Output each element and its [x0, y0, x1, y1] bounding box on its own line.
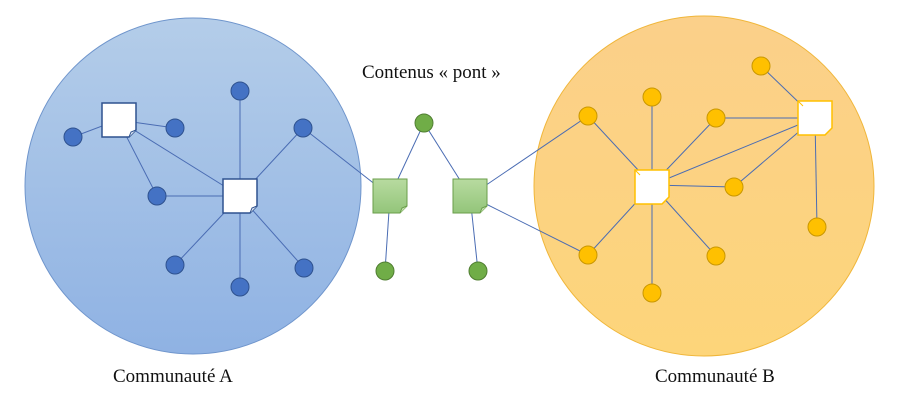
user-node [230, 81, 250, 101]
community-a-nodes [63, 81, 314, 297]
user-node [706, 246, 726, 266]
user-node [165, 118, 185, 138]
community-a-documents [101, 102, 258, 214]
content-document-icon [101, 102, 137, 138]
community-b-documents [634, 100, 833, 205]
bridge-content-label: Contenus « pont » [362, 62, 501, 83]
community-a-label: Communauté A [113, 366, 233, 387]
bridge-documents [372, 178, 488, 214]
user-node [294, 258, 314, 278]
user-node [706, 108, 726, 128]
user-node [468, 261, 488, 281]
user-node [578, 106, 598, 126]
content-document-icon [452, 178, 488, 214]
user-node [414, 113, 434, 133]
user-node [63, 127, 83, 147]
user-node [147, 186, 167, 206]
user-node [724, 177, 744, 197]
content-document-icon [797, 100, 833, 136]
community-b-label: Communauté B [655, 366, 775, 387]
user-node [375, 261, 395, 281]
user-node [578, 245, 598, 265]
user-node [807, 217, 827, 237]
community-a-circle [24, 17, 362, 355]
bridge-nodes [375, 113, 488, 281]
content-document-icon [222, 178, 258, 214]
community-b-nodes [578, 56, 827, 303]
user-node [642, 283, 662, 303]
content-document-icon [634, 169, 670, 205]
user-node [642, 87, 662, 107]
user-node [751, 56, 771, 76]
user-node [230, 277, 250, 297]
content-document-icon [372, 178, 408, 214]
user-node [293, 118, 313, 138]
user-node [165, 255, 185, 275]
